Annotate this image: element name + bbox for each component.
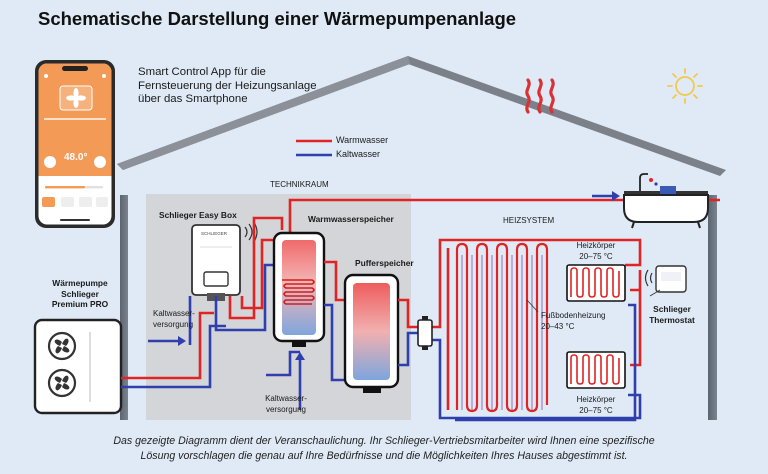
- thermostat-wifi-icon: [644, 269, 653, 287]
- legend-hot-label: Warmwasser: [336, 135, 389, 145]
- pufferspeicher-tank: [343, 273, 400, 393]
- warmwasserspeicher-label: Warmwasserspeicher: [308, 214, 394, 224]
- thermostat-label: Schlieger Thermostat: [649, 304, 695, 325]
- cold-supply-label-bottom: Kaltwasser- versorgung: [265, 394, 307, 414]
- app-description: Smart Control App für die Fernsteuerung …: [138, 66, 317, 106]
- easy-box-pipes: [214, 198, 720, 332]
- radiator-bottom-label: Heizkörper 20–75 °C: [576, 395, 616, 415]
- footer-line-2: Lösung vorschlagen die genau auf Ihre Be…: [140, 450, 628, 462]
- pufferspeicher-label: Pufferspeicher: [355, 258, 414, 268]
- radiator-top: [566, 264, 626, 302]
- thermostat-device: [655, 265, 687, 293]
- easy-box-brand: SCHLIEGER: [201, 231, 228, 236]
- easy-box-label: Schlieger Easy Box: [159, 210, 237, 220]
- smartphone: [35, 60, 115, 228]
- heat-waves-icon: [525, 78, 555, 114]
- cold-supply-label-left: Kaltwasser- versorgung: [153, 309, 195, 329]
- heat-pump-pipes: [121, 311, 226, 389]
- leader-lines: [526, 289, 661, 313]
- easy-box-unit: [191, 224, 241, 301]
- cold-supply-arrow-left: [148, 296, 192, 346]
- bathtub: [623, 173, 709, 229]
- heat-pump-unit: [33, 318, 123, 415]
- heizsystem-label: HEIZSYSTEM: [503, 216, 555, 225]
- heating-supply-pipes: [398, 238, 642, 422]
- phone-temperature: 48.0°: [64, 152, 88, 163]
- page-title: Schematische Darstellung einer Wärmepump…: [38, 8, 517, 29]
- house-roof: [117, 56, 726, 176]
- manifold-valve: [417, 316, 433, 350]
- hot-water-arrow-bathtub: [592, 191, 620, 201]
- cold-supply-arrow-bottom: [295, 352, 305, 410]
- radiator-bottom: [566, 351, 626, 389]
- radiator-top-label: Heizkörper 20–75 °C: [576, 241, 616, 261]
- footer-line-1: Das gezeigte Diagramm dient der Veransch…: [113, 435, 655, 447]
- warmwasserspeicher-tank: [272, 231, 326, 347]
- floor-heating-coil: [455, 242, 549, 413]
- sun-icon: [667, 68, 703, 104]
- house-wall-left: [120, 195, 128, 420]
- technikraum-label: TECHNIKRAUM: [270, 180, 329, 189]
- legend-cold-label: Kaltwasser: [336, 149, 381, 159]
- house-wall-right: [708, 195, 717, 420]
- floor-heating-label: Fußbodenheizung 20–43 °C: [541, 311, 606, 331]
- heat-pump-label: Wärmepumpe Schlieger Premium PRO: [51, 278, 109, 309]
- tank-link-pipes: [266, 260, 345, 382]
